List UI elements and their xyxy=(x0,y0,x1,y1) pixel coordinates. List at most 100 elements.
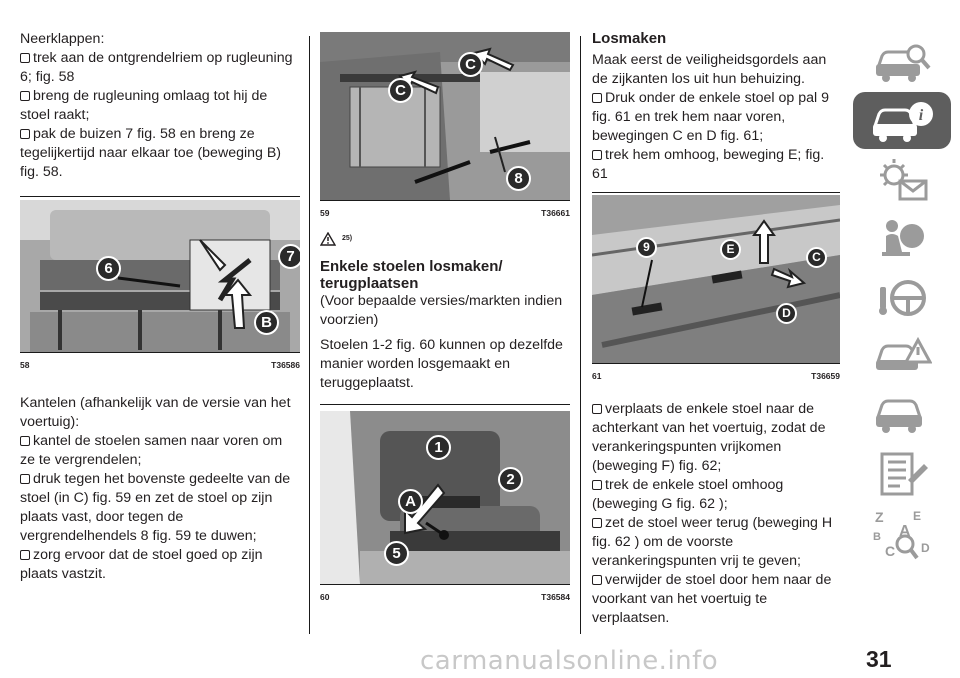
index-icon: Z E B A C D xyxy=(873,509,930,559)
figure-rule xyxy=(592,192,840,193)
sidebar-item-starting-driving[interactable] xyxy=(853,269,951,326)
callout-d: D xyxy=(776,303,797,324)
svg-text:Z: Z xyxy=(875,509,884,525)
svg-text:B: B xyxy=(873,531,881,543)
bullet-icon xyxy=(592,150,602,160)
callout-6: 6 xyxy=(96,256,121,281)
figure-61-image: 9 E C D xyxy=(592,195,840,363)
svg-text:i: i xyxy=(919,107,924,124)
bullet-icon xyxy=(20,550,30,560)
figure-rule xyxy=(320,404,570,405)
airbag-icon xyxy=(882,219,924,256)
list-item: pak de buizen 7 fig. 58 en breng ze tege… xyxy=(20,126,282,180)
car-service-icon xyxy=(876,399,922,433)
callout-2: 2 xyxy=(498,467,523,492)
figure-caption: 58 T36586 xyxy=(20,356,300,375)
sidebar-item-car-search[interactable] xyxy=(853,33,951,90)
callout-c: C xyxy=(388,78,413,103)
figure-caption: 59 T36661 xyxy=(320,204,570,223)
chapter-sidebar: i xyxy=(853,33,951,564)
sidebar-item-maintenance[interactable] xyxy=(853,387,951,444)
list-item: Druk onder de enkele stoel op pal 9 fig.… xyxy=(592,90,829,144)
bullet-icon xyxy=(20,91,30,101)
figure-rule xyxy=(20,352,300,353)
section-heading: Enkele stoelen losmaken/ terugplaatsen xyxy=(320,258,503,292)
list-item: zet de stoel weer terug (beweging H fig.… xyxy=(592,515,833,569)
column-1: Neerklappen: trek aan de ontgrendelriem … xyxy=(20,30,300,584)
list-item: kantel de stoelen samen naar voren om ze… xyxy=(20,433,283,468)
sidebar-item-technical-data[interactable] xyxy=(853,446,951,503)
figure-59-image: C C 8 xyxy=(320,32,570,200)
warning-triangle-icon xyxy=(320,231,336,246)
sidebar-item-warning-lights[interactable] xyxy=(853,151,951,208)
car-info-icon: i xyxy=(873,101,933,142)
callout-c: C xyxy=(458,52,483,77)
steering-wheel-icon xyxy=(879,279,926,316)
note-reference: 25) xyxy=(320,229,570,248)
sidebar-item-airbag[interactable] xyxy=(853,210,951,267)
figure-number: 59 xyxy=(320,208,330,218)
figure-60-image: 1 2 A 5 xyxy=(320,411,570,584)
figure-rule xyxy=(20,196,300,197)
callout-7: 7 xyxy=(278,244,300,269)
callout-1: 1 xyxy=(426,435,451,460)
instruction-list: verplaats de enkele stoel naar de achter… xyxy=(592,400,840,628)
bullet-icon xyxy=(592,518,602,528)
figure-58-image: 6 7 B xyxy=(20,200,300,352)
bullet-icon xyxy=(20,129,30,139)
car-search-icon xyxy=(876,44,931,82)
section-heading: Losmaken xyxy=(592,30,667,47)
figure-number: 61 xyxy=(592,371,602,381)
column-3: Losmaken Maak eerst de veiligheidsgordel… xyxy=(592,30,840,628)
section-subtitle: (Voor bepaalde versies/markten indien vo… xyxy=(320,293,563,328)
bullet-icon xyxy=(20,474,30,484)
figure-number: 60 xyxy=(320,592,330,602)
body-text: Stoelen 1-2 fig. 60 kunnen op dezelfde m… xyxy=(320,337,563,391)
list-item: trek aan de ontgrendelriem op rugleuning… xyxy=(20,50,293,85)
figure-number: 58 xyxy=(20,360,30,370)
figure-rule xyxy=(592,363,840,364)
svg-text:D: D xyxy=(921,541,930,555)
callout-9: 9 xyxy=(636,237,657,258)
svg-text:C: C xyxy=(885,543,895,559)
callout-b: B xyxy=(254,310,279,335)
figure-code: T36659 xyxy=(811,371,840,381)
callout-e: E xyxy=(720,239,741,260)
bullet-icon xyxy=(20,53,30,63)
callout-5: 5 xyxy=(384,541,409,566)
list-item: verwijder de stoel door hem naar de voor… xyxy=(592,572,832,626)
figure-rule xyxy=(320,584,570,585)
list-item: zorg ervoor dat de stoel goed op zijn pl… xyxy=(20,547,263,582)
warning-light-icon xyxy=(880,158,928,200)
figure-rule xyxy=(320,200,570,201)
figure-code: T36584 xyxy=(541,592,570,602)
column-divider xyxy=(309,36,310,634)
checklist-icon xyxy=(880,452,928,495)
body-text: Maak eerst de veiligheidsgordels aan de … xyxy=(592,52,827,87)
sidebar-item-car-info[interactable]: i xyxy=(853,92,951,149)
watermark: carmanualsonline.info xyxy=(420,646,719,676)
figure-code: T36661 xyxy=(541,208,570,218)
list-item: trek hem omhoog, beweging E; fig. 61 xyxy=(592,147,825,182)
figure-caption: 60 T36584 xyxy=(320,588,570,607)
callout-8: 8 xyxy=(506,166,531,191)
sidebar-item-emergency[interactable] xyxy=(853,328,951,385)
figure-caption: 61 T36659 xyxy=(592,367,840,386)
bullet-icon xyxy=(592,480,602,490)
bullet-icon xyxy=(592,93,602,103)
sidebar-item-index[interactable]: Z E B A C D xyxy=(853,505,951,562)
car-warning-icon xyxy=(876,336,932,370)
figure-code: T36586 xyxy=(271,360,300,370)
bullet-icon xyxy=(592,575,602,585)
column-divider xyxy=(580,36,581,634)
list-item: druk tegen het bovenste gedeelte van de … xyxy=(20,471,291,544)
bullet-icon xyxy=(592,404,602,414)
callout-c: C xyxy=(806,247,827,268)
list-item: breng de rugleuning omlaag tot hij de st… xyxy=(20,88,268,123)
column-2: C C 8 59 T36661 25) Enkele stoelen losma… xyxy=(320,32,570,607)
page-number: 31 xyxy=(866,646,892,672)
list-item: verplaats de enkele stoel naar de achter… xyxy=(592,401,826,474)
list-item: trek de enkele stoel omhoog (beweging G … xyxy=(592,477,784,512)
svg-text:E: E xyxy=(913,509,921,523)
callout-a: A xyxy=(398,489,423,514)
